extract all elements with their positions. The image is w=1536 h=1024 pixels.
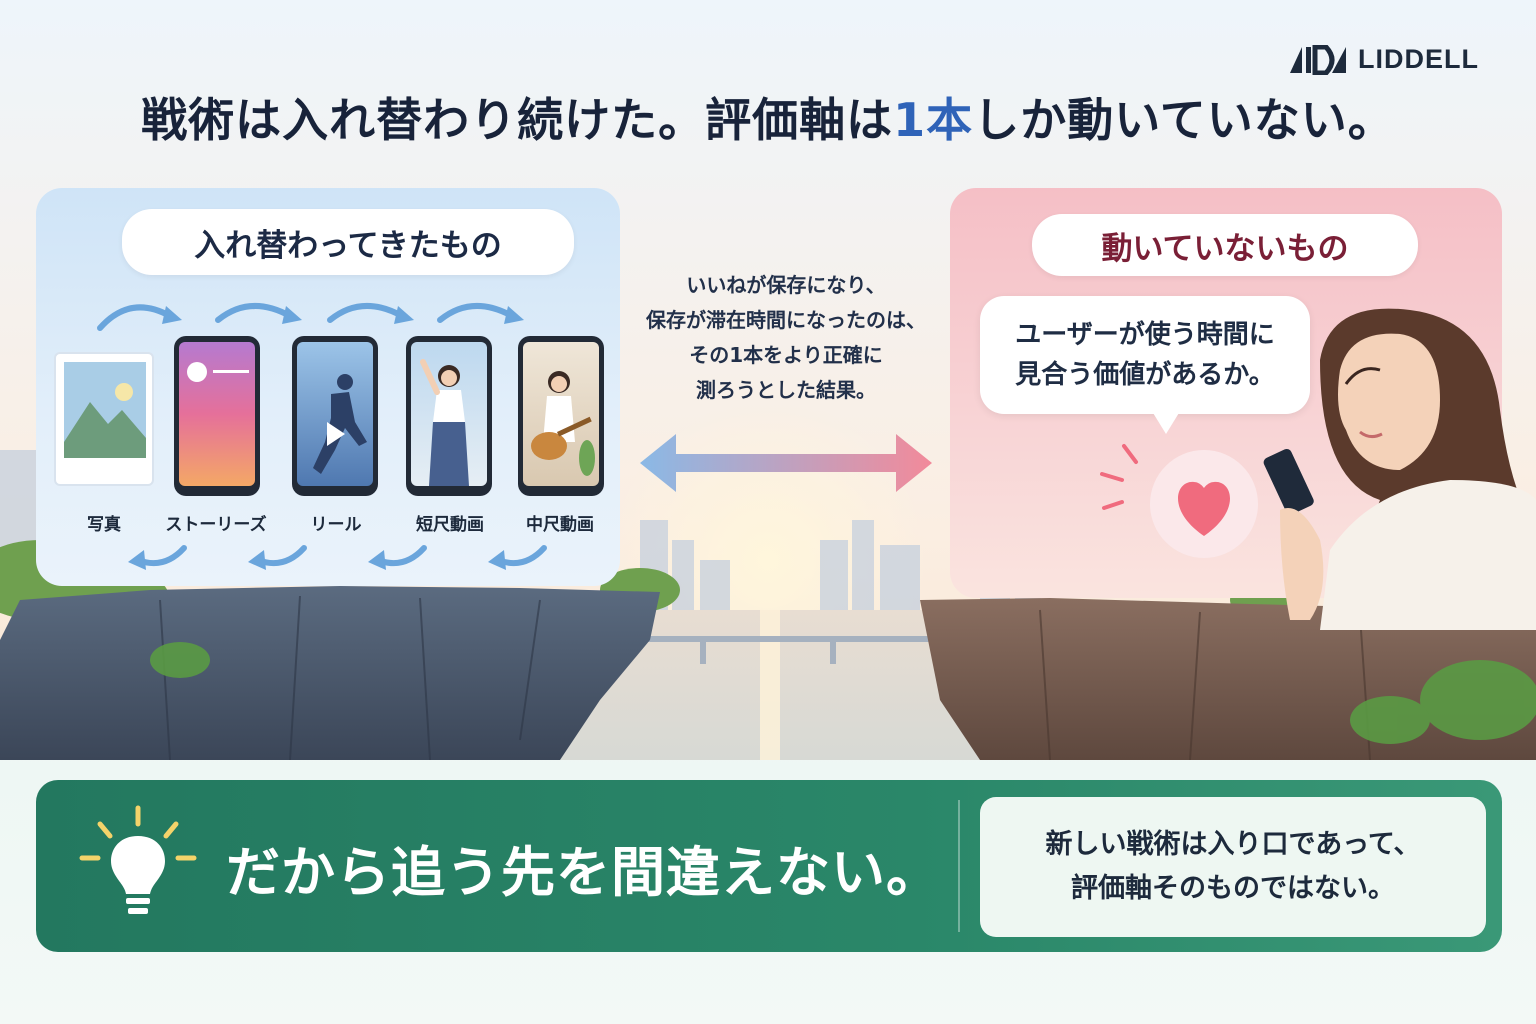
reel-phone-icon	[292, 336, 378, 496]
banner-main-message: だから追う先を間違えない。	[226, 841, 941, 904]
middle-explanation: いいねが保存になり、 保存が滞在時間になったのは、 その1本をより正確に 測ろう…	[628, 268, 944, 408]
short-video-phone-icon	[406, 336, 492, 496]
banner-note-line-2: 評価軸そのものではない。	[1071, 873, 1395, 904]
middle-line-3: その1本をより正確に	[689, 343, 883, 367]
mid-video-phone-icon	[518, 336, 604, 496]
woman-with-phone-illustration	[1263, 308, 1536, 630]
cycle-arrows-top-icon	[97, 303, 524, 331]
caption-short-video: 短尺動画	[416, 515, 484, 535]
caption-photo: 写真	[87, 515, 121, 535]
caption-stories: ストーリーズ	[165, 515, 267, 535]
liddell-mark-icon	[1290, 44, 1346, 75]
headline-accent: 1本	[893, 93, 974, 147]
bubble-line-1: ユーザーが使う時間に	[1015, 320, 1275, 350]
caption-mid-video: 中尺動画	[526, 515, 594, 535]
left-panel-title: 入れ替わってきたもの	[122, 209, 574, 275]
headline-part2-pre: 評価軸は	[705, 93, 894, 147]
brand-logo: LIDDELL	[1288, 44, 1479, 75]
caption-reels: リール	[310, 515, 362, 535]
cycle-arrows-bottom-icon	[128, 545, 547, 570]
photo-icon	[54, 352, 154, 486]
middle-line-4: 測ろうとした結果。	[696, 378, 876, 402]
stories-phone-icon	[174, 336, 260, 496]
speech-bubble-tail	[1150, 408, 1182, 434]
right-panel-title: 動いていないもの	[1032, 214, 1418, 276]
heart-icon	[1100, 444, 1258, 558]
headline-part1: 戦術は入れ替わり続けた。	[141, 93, 706, 147]
middle-line-2: 保存が滞在時間になったのは、	[646, 308, 926, 332]
banner-note-line-1: 新しい戦術は入り口であって、	[1045, 829, 1421, 860]
headline-part2-post: しか動いていない。	[973, 93, 1395, 147]
bubble-line-2: 見合う価値があるか。	[1015, 360, 1275, 390]
headline: 戦術は入れ替わり続けた。評価軸は1本しか動いていない。	[0, 84, 1536, 152]
double-arrow-icon	[640, 434, 932, 492]
lightbulb-icon	[79, 805, 197, 914]
banner-divider	[958, 800, 960, 932]
banner-note-box: 新しい戦術は入り口であって、 評価軸そのものではない。	[980, 797, 1486, 937]
brand-name: LIDDELL	[1358, 44, 1479, 74]
speech-bubble: ユーザーが使う時間に 見合う価値があるか。	[980, 296, 1310, 414]
middle-line-1: いいねが保存になり、	[686, 273, 886, 297]
